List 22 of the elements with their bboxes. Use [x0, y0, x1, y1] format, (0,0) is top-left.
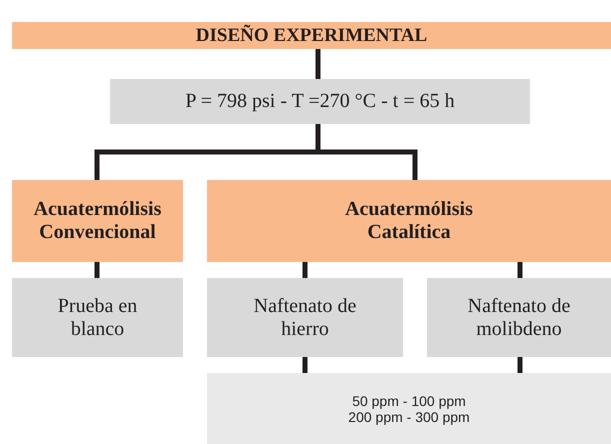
connector-line	[94, 262, 100, 278]
connector-line	[302, 357, 308, 373]
connector-line	[316, 49, 320, 79]
method-box	[207, 180, 611, 262]
heading-label: DISEÑO EXPERIMENTAL	[196, 24, 428, 46]
method-label: Acuatermólisis Convencional	[32, 198, 162, 244]
catalyst-label: Naftenato de hierro	[252, 294, 358, 340]
conditions-text: P = 798 psi - T =270 °C - t = 65 h	[185, 90, 455, 113]
catalyst-label: Naftenato de molibdeno	[466, 294, 572, 340]
concentration-box	[207, 373, 611, 444]
catalyst-box	[427, 278, 611, 357]
connector-line	[302, 262, 308, 278]
catalyst-box	[207, 278, 403, 357]
sample-box	[12, 278, 183, 357]
conditions-box	[110, 79, 530, 124]
sample-label: Prueba en blanco	[56, 294, 138, 340]
connector-line	[518, 262, 522, 278]
method-label: Acuatermólisis Catalítica	[344, 198, 474, 244]
concentration-label: 50 ppm - 100 ppm 200 ppm - 300 ppm	[347, 392, 471, 424]
connector-line	[518, 357, 522, 373]
heading-banner	[12, 22, 611, 49]
method-box	[12, 180, 183, 262]
